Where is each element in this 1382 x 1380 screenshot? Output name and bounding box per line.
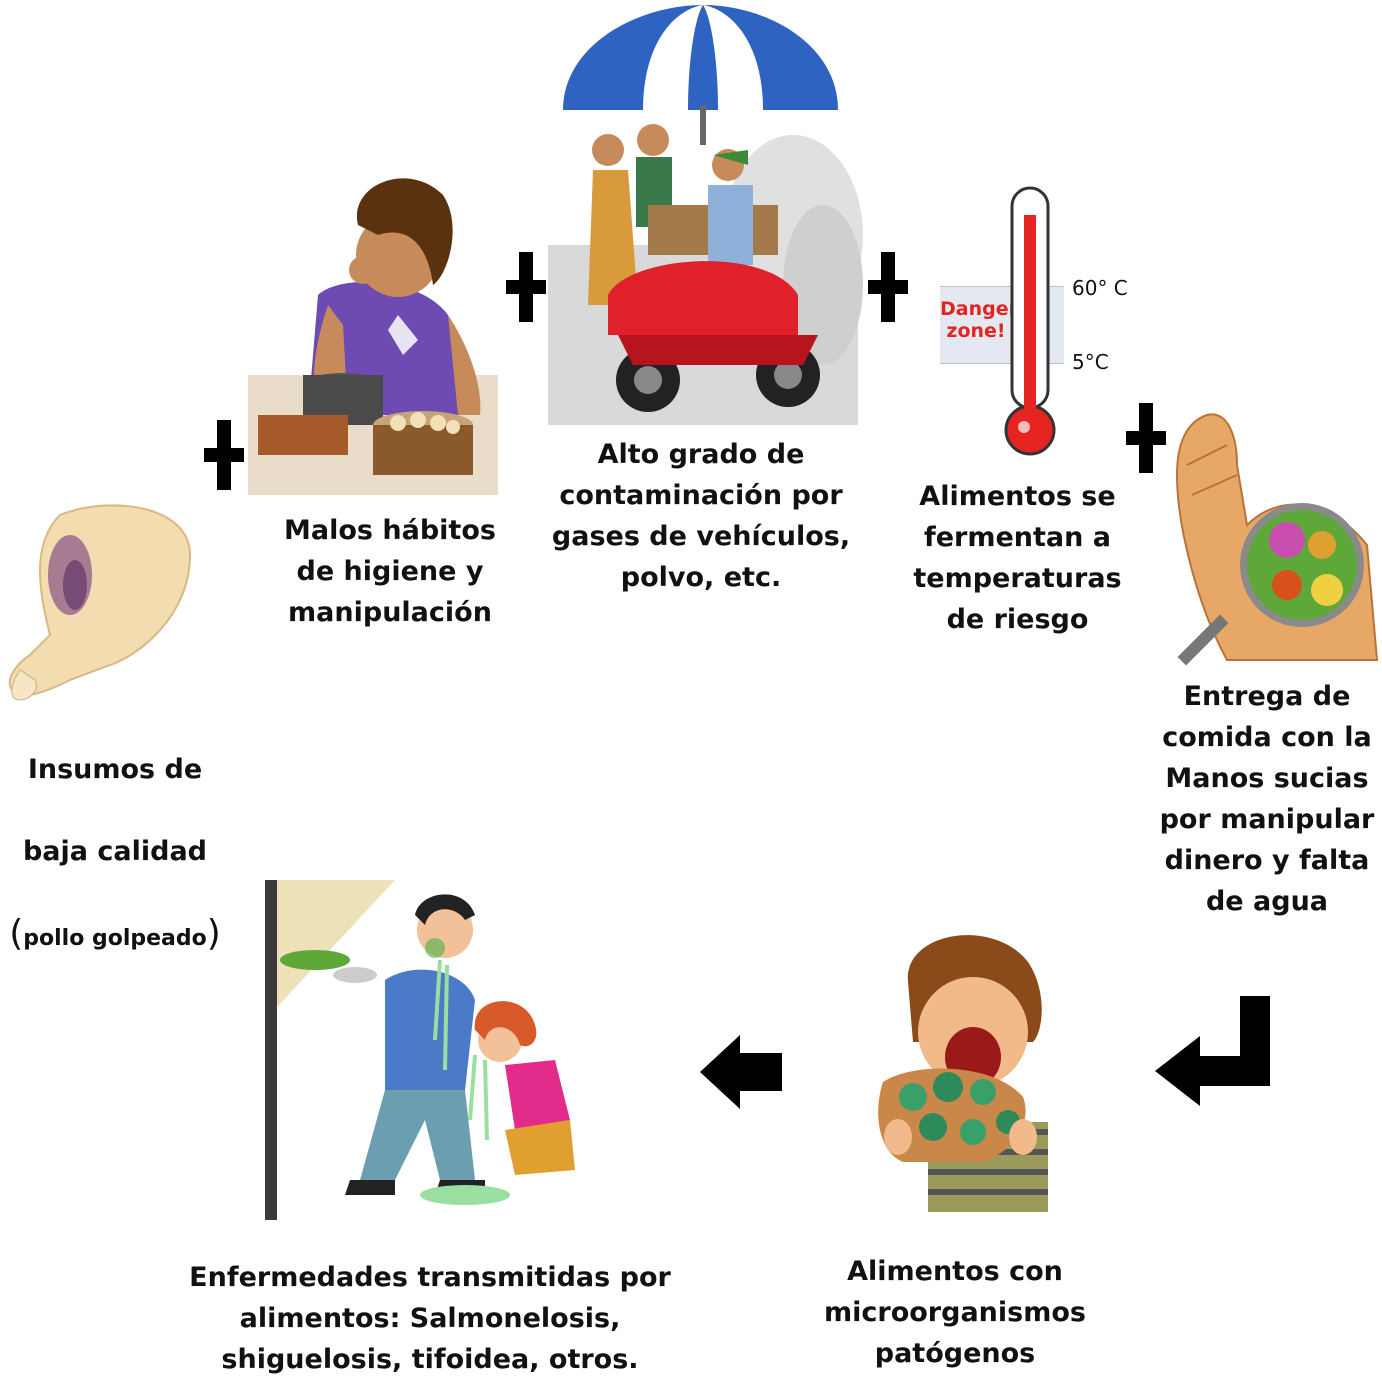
boy-eating-image: [878, 935, 1048, 1212]
insumos-detail: pollo golpeado: [23, 926, 207, 951]
insumos-line-1: Insumos de: [27, 754, 203, 785]
enfermedades-label: Enfermedades transmitidas por alimentos:…: [189, 1262, 671, 1375]
temperatura-label: Alimentos se fermentan a temperaturas de…: [913, 481, 1122, 635]
cook-hygiene-image: [248, 178, 498, 495]
high-temp-label: 60° C: [1072, 276, 1128, 300]
left-arrow-icon: [700, 1035, 782, 1109]
insumos-label: Insumos de baja calidad (pollo golpeado): [0, 708, 230, 1000]
chicken-leg-image: [8, 504, 192, 701]
insumos-detail-row: (pollo golpeado): [0, 913, 230, 959]
entrega-label: Entrega de comida con la Manos sucias po…: [1159, 681, 1375, 917]
insumos-line-2: baja calidad: [22, 836, 208, 867]
sick-people-image: [265, 880, 595, 1220]
low-temp-label: 5°C: [1072, 350, 1109, 374]
street-vendor-image: [548, 5, 863, 425]
danger-line-1: Danger: [940, 298, 1018, 320]
microorganismos-label: Alimentos con microorganismos patógenos: [824, 1256, 1086, 1369]
contaminacion-label: Alto grado de contaminación por gases de…: [551, 439, 851, 593]
thermometer-icon: [1004, 186, 1056, 456]
danger-line-2: zone!: [946, 320, 1006, 342]
return-arrow-icon: [1155, 996, 1270, 1106]
habitos-label: Malos hábitos de higiene y manipulación: [284, 515, 496, 628]
paren-open: (: [9, 913, 24, 954]
paren-close: ): [206, 913, 221, 954]
dirty-hand-image: [1175, 413, 1379, 666]
danger-zone-text: Danger zone!: [940, 298, 1018, 342]
